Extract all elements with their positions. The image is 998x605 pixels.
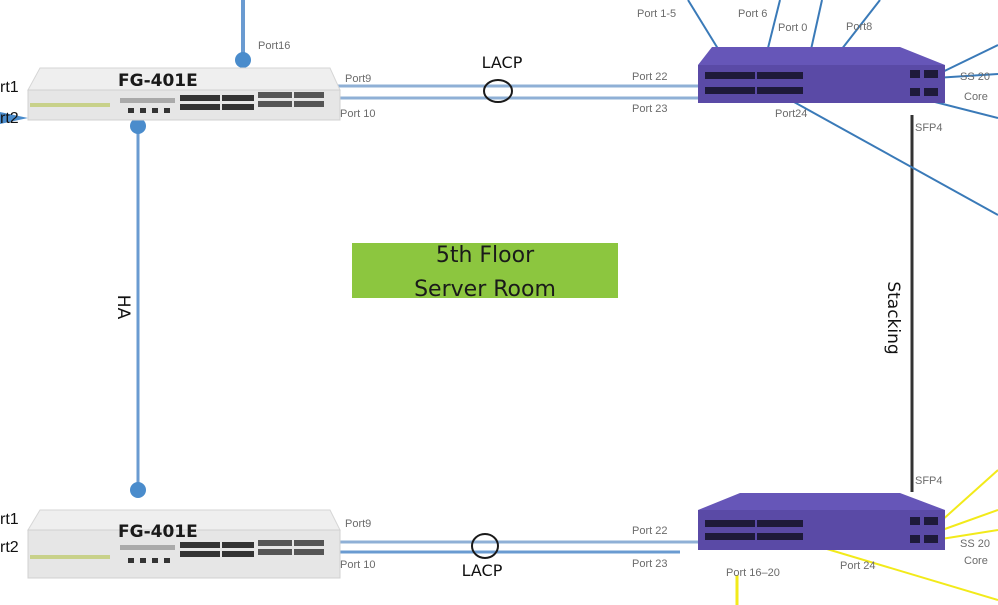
stacking-label: Stacking (883, 281, 903, 354)
switch-bottom-core-label: Core (964, 555, 988, 567)
firewall-top-port10-label: Port 10 (340, 108, 375, 120)
switch-top-port6-label: Port 6 (738, 8, 767, 20)
room-label-line2: Server Room (414, 277, 556, 302)
firewall-bottom[interactable] (27, 509, 341, 579)
firewall-top-port16-label: Port16 (258, 40, 290, 52)
firewall-bottom-port10-label: Port 10 (340, 559, 375, 571)
switch-bottom-sfp4-label: SFP4 (915, 475, 943, 487)
lacp-top-bundle-icon (483, 79, 513, 103)
switch-bottom[interactable] (698, 493, 945, 550)
lacp-bottom-bundle-icon (471, 533, 499, 559)
ha-label: HA (113, 295, 133, 320)
port1-5-line (687, 0, 721, 53)
ss20-line-2 (934, 73, 998, 79)
firewall-top-port9-label: Port9 (345, 73, 371, 85)
switch-top-port0-label: Port 0 (778, 22, 807, 34)
switch-bottom-ss20-label: SS 20 (960, 538, 990, 550)
switch-bottom-port23-label: Port 23 (632, 558, 667, 570)
ha-node-top (130, 118, 146, 134)
left-arrow-icon (0, 112, 28, 124)
firewall-top-model: FG-401E (118, 71, 198, 91)
room-label-line1: 5th Floor (436, 243, 535, 268)
ss20-yellow-line-2 (941, 509, 998, 531)
switch-top-sfp4-label: SFP4 (915, 122, 943, 134)
switch-bottom-port16-20-label: Port 16–20 (726, 567, 780, 579)
switch-top-port23-label: Port 23 (632, 103, 667, 115)
firewall-bottom-model: FG-401E (118, 522, 198, 542)
port24-line (784, 96, 998, 216)
firewall-top-left-port-1: rt1 (0, 79, 19, 96)
ha-node-bottom (130, 482, 146, 498)
ss20-yellow-line-3 (934, 529, 998, 541)
ss20-line-3 (934, 101, 998, 119)
switch-top-core-label: Core (964, 91, 988, 103)
switch-top[interactable] (698, 47, 945, 103)
firewall-top[interactable] (27, 67, 341, 121)
lacp-top-label: LACP (482, 53, 523, 72)
switch-bottom-port24-label: Port 24 (840, 560, 875, 572)
firewall-top-left-port-2: rt2 (0, 110, 19, 127)
switch-top-port8-label: Port8 (846, 21, 872, 33)
switch-top-port1-5-label: Port 1-5 (637, 8, 676, 20)
uplink-port16-node (235, 52, 251, 68)
switch-top-ss20-label: SS 20 (960, 71, 990, 83)
firewall-bottom-left-port-2: rt2 (0, 539, 19, 556)
firewall-bottom-left-port-1: rt1 (0, 511, 19, 528)
switch-top-port22-label: Port 22 (632, 71, 667, 83)
room-label-box (352, 243, 618, 298)
switch-bottom-port22-label: Port 22 (632, 525, 667, 537)
ss20-yellow-line-1 (939, 469, 998, 523)
lacp-bottom-label: LACP (462, 561, 503, 580)
firewall-bottom-port9-label: Port9 (345, 518, 371, 530)
switch-top-port24-label: Port24 (775, 108, 807, 120)
